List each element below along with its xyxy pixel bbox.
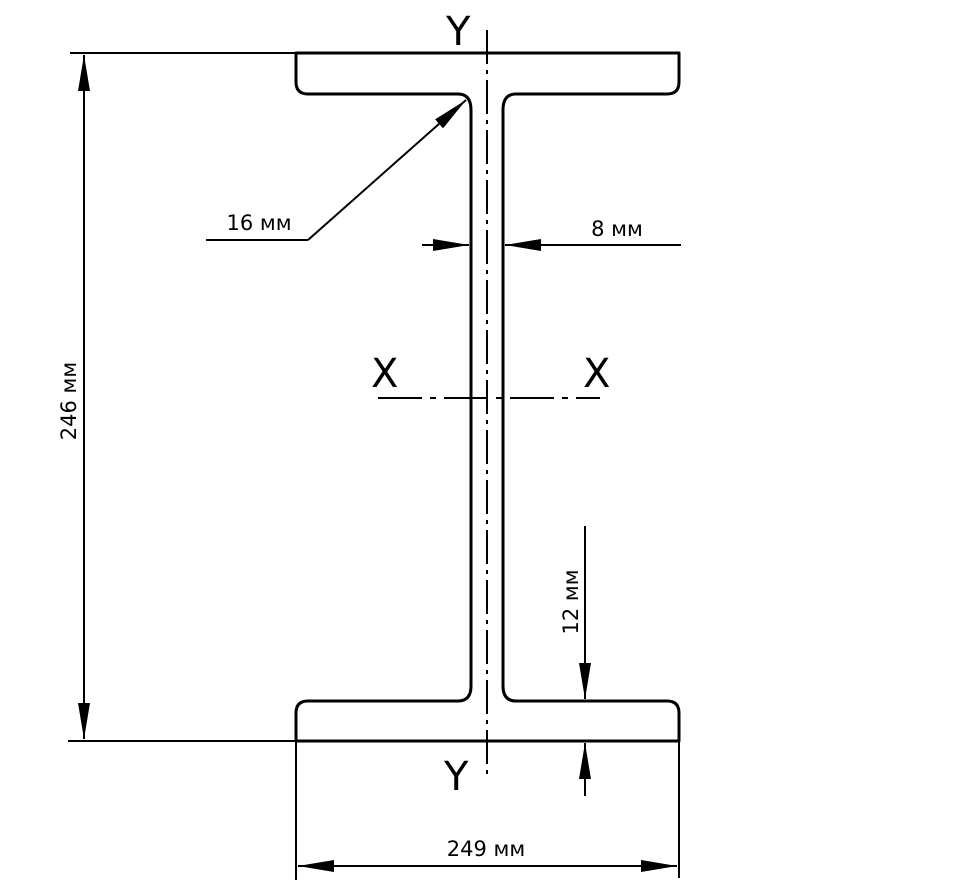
width-dimension-label: 249 мм: [447, 837, 525, 861]
height-dimension-label: 246 мм: [57, 362, 81, 440]
fillet-radius-label: 16 мм: [226, 211, 291, 235]
x-axis-label-right: X: [583, 351, 610, 397]
y-axis-label-top: Y: [445, 9, 471, 55]
web-thickness-label: 8 мм: [591, 217, 643, 241]
flange-thickness-label: 12 мм: [559, 569, 583, 634]
x-axis-label-left: X: [371, 351, 398, 397]
y-axis-label-bottom: Y: [443, 754, 469, 800]
fillet-radius-leader: [307, 99, 467, 241]
